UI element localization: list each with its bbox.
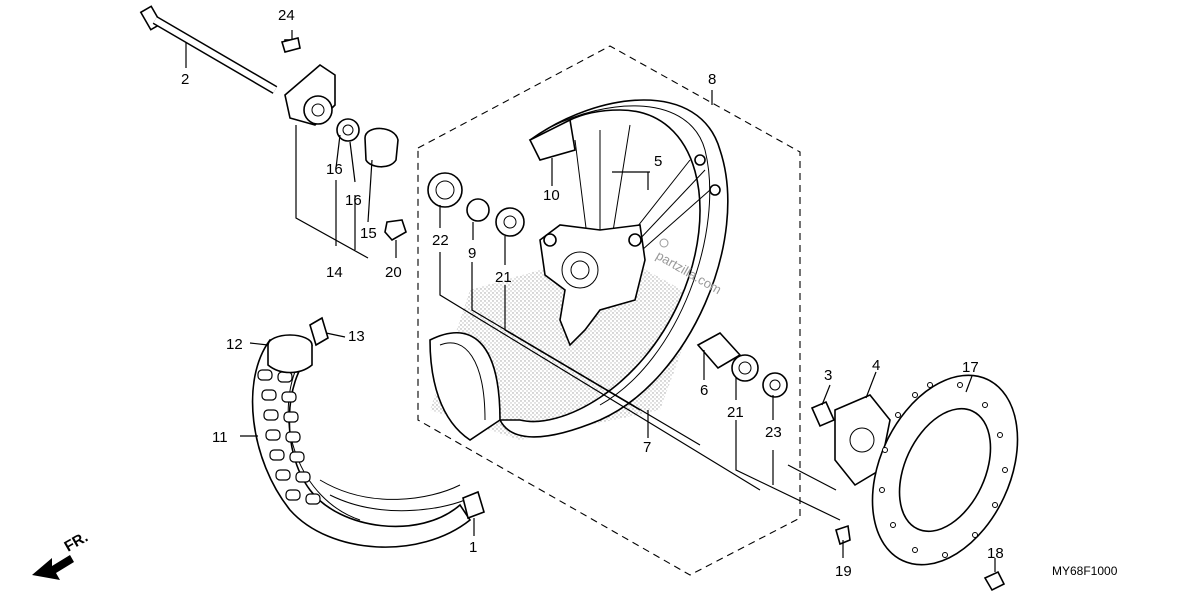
diagram-code: MY68F1000 bbox=[1052, 564, 1118, 578]
bolt-18 bbox=[983, 570, 1006, 592]
gearbox bbox=[284, 39, 336, 126]
nut-20 bbox=[384, 219, 407, 242]
washer-16 bbox=[336, 118, 360, 142]
label-7: 7 bbox=[643, 439, 651, 456]
label-23: 23 bbox=[765, 424, 782, 441]
tire bbox=[251, 339, 472, 548]
label-14: 14 bbox=[326, 264, 343, 281]
part-labels: 24 2 16 16 15 14 20 22 9 21 10 5 8 12 13… bbox=[181, 7, 1004, 580]
direction-label: FR. bbox=[62, 529, 91, 556]
label-11: 11 bbox=[212, 429, 228, 446]
label-2: 2 bbox=[181, 71, 189, 88]
label-20: 20 bbox=[385, 264, 402, 281]
front-direction-arrow-icon bbox=[32, 555, 74, 580]
label-1: 1 bbox=[469, 539, 477, 556]
watermark-registered-icon bbox=[659, 238, 669, 248]
label-21b: 21 bbox=[727, 404, 744, 421]
label-3: 3 bbox=[824, 367, 832, 384]
label-19: 19 bbox=[835, 563, 852, 580]
valve-cap-1 bbox=[462, 490, 485, 520]
label-16b: 16 bbox=[345, 192, 362, 209]
label-9: 9 bbox=[468, 245, 476, 262]
retainer-9 bbox=[466, 198, 490, 222]
wheel-rim bbox=[429, 99, 729, 441]
bearing-21b bbox=[731, 354, 759, 382]
label-13: 13 bbox=[348, 328, 365, 345]
collar-3 bbox=[810, 400, 836, 428]
label-15: 15 bbox=[360, 225, 377, 242]
brake-disc bbox=[871, 374, 1019, 566]
label-12: 12 bbox=[226, 336, 243, 353]
bolt-19 bbox=[835, 524, 851, 546]
label-18: 18 bbox=[987, 545, 1004, 562]
bushing-15 bbox=[364, 127, 399, 168]
seal-22 bbox=[427, 172, 463, 208]
label-8: 8 bbox=[708, 71, 716, 88]
leader-lines bbox=[185, 30, 996, 572]
bearing-21a bbox=[495, 207, 525, 237]
label-4: 4 bbox=[872, 357, 880, 374]
collar-6 bbox=[696, 331, 742, 370]
label-16a: 16 bbox=[326, 161, 343, 178]
wheel-hub bbox=[539, 224, 646, 347]
label-17: 17 bbox=[962, 359, 979, 376]
label-6: 6 bbox=[700, 382, 708, 399]
label-5: 5 bbox=[654, 153, 662, 170]
assembly-outline bbox=[417, 45, 801, 576]
label-24: 24 bbox=[278, 7, 295, 24]
label-22: 22 bbox=[432, 232, 449, 249]
label-10: 10 bbox=[543, 187, 560, 204]
axle bbox=[139, 5, 278, 94]
seal-23 bbox=[762, 372, 788, 398]
valve-stem bbox=[309, 316, 329, 347]
label-21a: 21 bbox=[495, 269, 512, 286]
bolt-24 bbox=[280, 37, 301, 53]
